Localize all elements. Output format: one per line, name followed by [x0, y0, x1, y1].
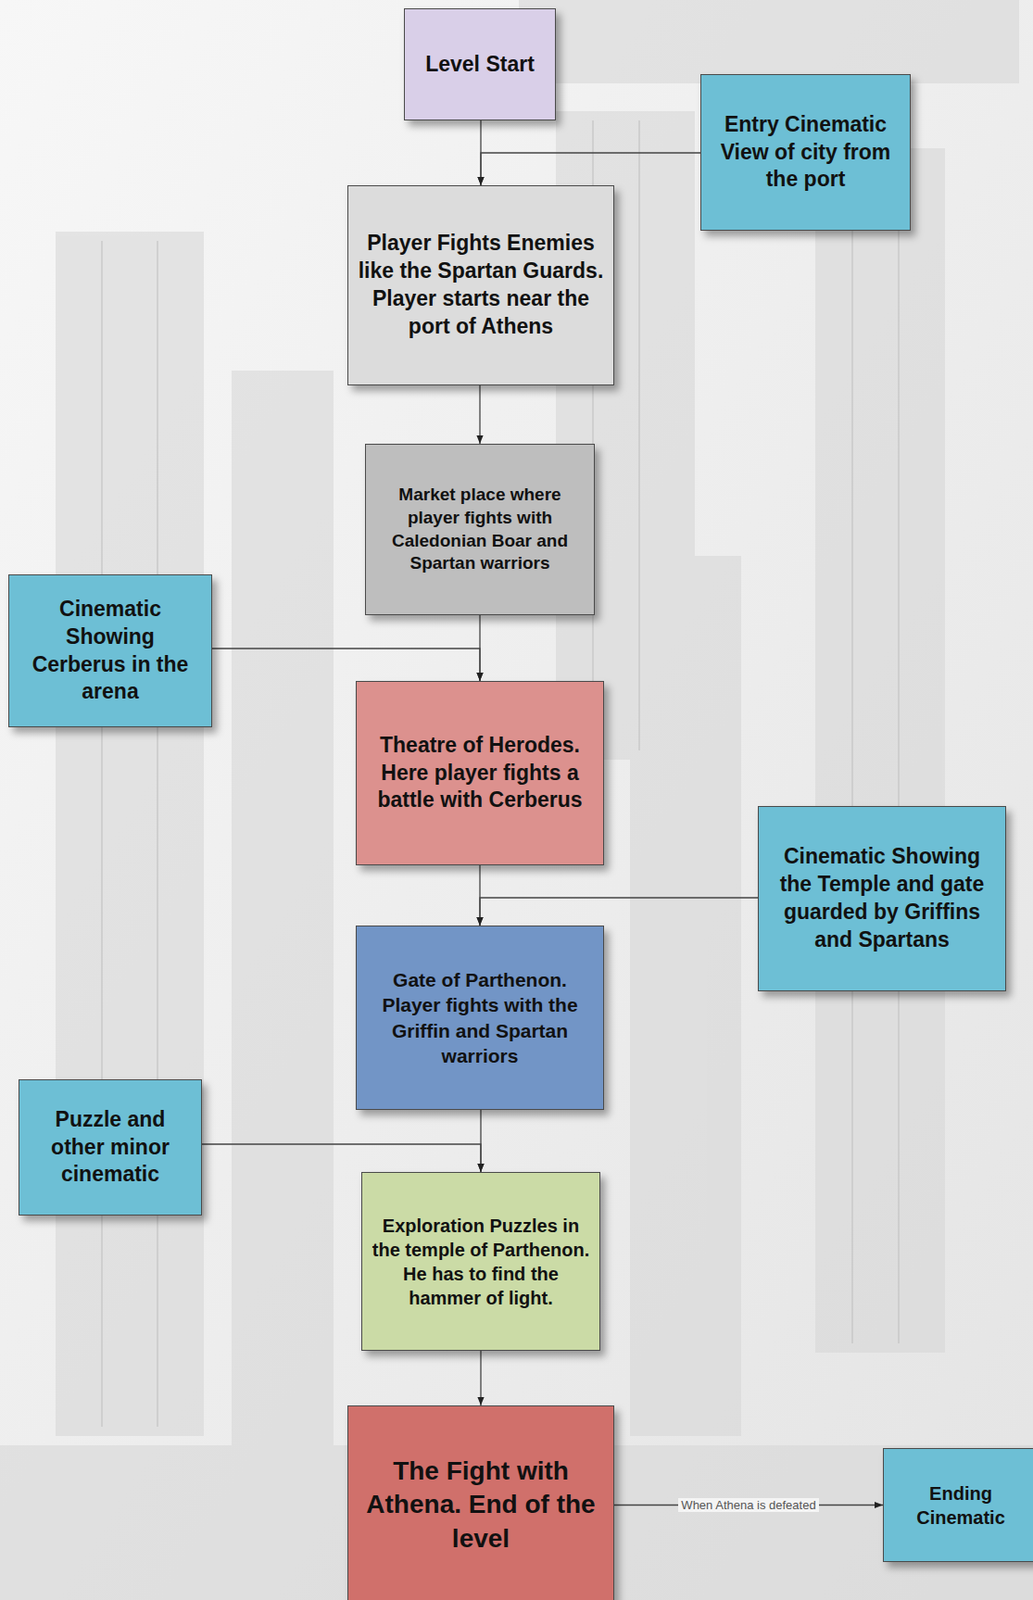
column: [231, 370, 334, 1483]
box-label: Player Fights Enemies like the Spartan G…: [355, 229, 606, 341]
flow-arrow: [212, 648, 480, 681]
flute-line: [100, 240, 103, 1427]
flow-arrow: [479, 897, 758, 926]
process-box: Market place where player fights with Ca…: [365, 443, 595, 616]
temple-lintel: [518, 0, 1020, 84]
box-label: Cinematic Showing the Temple and gate gu…: [766, 843, 998, 955]
box-label: Exploration Puzzles in the temple of Par…: [369, 1213, 593, 1311]
box-label: Gate of Parthenon. Player fights with th…: [364, 967, 596, 1069]
box-label: The Fight with Athena. End of the level: [355, 1454, 606, 1556]
box-label: Ending Cinematic: [891, 1481, 1031, 1530]
cinematic-box: Puzzle and other minor cinematic: [18, 1079, 202, 1216]
column: [55, 231, 204, 1437]
box-label: Entry Cinematic View of city from the po…: [708, 111, 903, 195]
process-box: Gate of Parthenon. Player fights with th…: [355, 925, 605, 1110]
box-label: Market place where player fights with Ca…: [373, 483, 587, 576]
box-label: Cinematic Showing Cerberus in the arena: [16, 595, 204, 707]
process-box: Player Fights Enemies like the Spartan G…: [347, 185, 615, 386]
flute-line: [156, 240, 159, 1427]
column: [815, 148, 945, 1353]
cinematic-box: Cinematic Showing the Temple and gate gu…: [757, 806, 1007, 992]
edge-label: When Athena is defeated: [678, 1498, 819, 1513]
flute-line: [897, 157, 900, 1344]
column: [629, 555, 742, 1437]
flow-arrow: [479, 1350, 481, 1406]
flute-line: [638, 120, 641, 751]
flow-arrow: [478, 385, 480, 444]
box-label: Level Start: [425, 50, 535, 79]
process-box: Theatre of Herodes. Here player fights a…: [355, 680, 605, 866]
cinematic-box: Ending Cinematic: [882, 1448, 1033, 1563]
cinematic-box: Entry Cinematic View of city from the po…: [700, 74, 911, 231]
cinematic-box: Cinematic Showing Cerberus in the arena: [8, 574, 213, 728]
column-flutes: [101, 120, 899, 1427]
flow-arrow: [201, 1144, 481, 1172]
process-box: Exploration Puzzles in the temple of Par…: [361, 1171, 601, 1351]
flow-arrow: [480, 152, 701, 186]
box-label: Puzzle and other minor cinematic: [26, 1106, 194, 1190]
start-box: Level Start: [403, 8, 556, 121]
boss-box: The Fight with Athena. End of the level: [347, 1405, 615, 1600]
flute-line: [851, 157, 854, 1344]
box-label: Theatre of Herodes. Here player fights a…: [364, 731, 596, 816]
